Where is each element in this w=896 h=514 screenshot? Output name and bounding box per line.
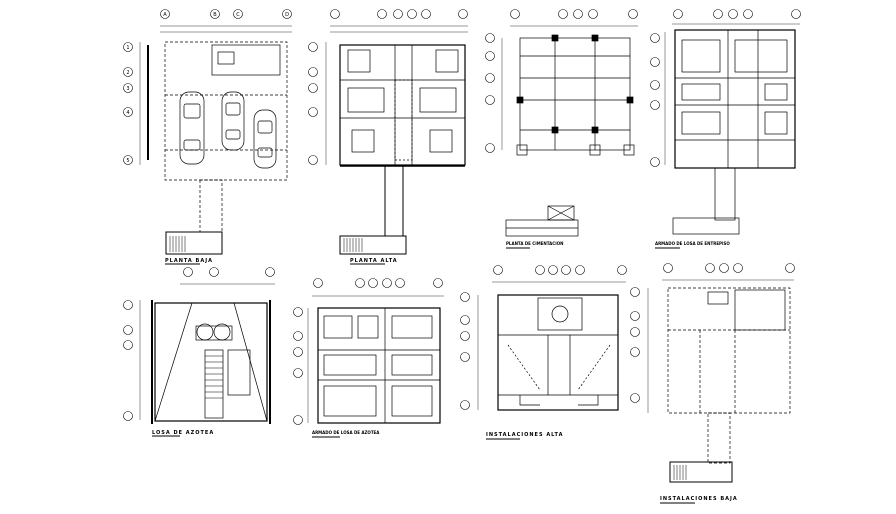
plan-cimentacion: [505, 34, 635, 237]
car-icon: [253, 109, 277, 169]
grid-label: 4: [126, 110, 129, 116]
title-instalaciones-alta: INSTALACIONES ALTA: [486, 432, 563, 438]
grid-label: 1: [126, 45, 129, 51]
plan-armado-losa-azotea: [317, 307, 441, 424]
title-armado-losa-azotea: ARMADO DE LOSA DE AZOTEA: [312, 430, 380, 435]
title-planta-alta: PLANTA ALTA: [350, 258, 398, 264]
grid-label: 3: [126, 86, 129, 92]
dimension-lines: [139, 23, 800, 423]
grid-label: 2: [126, 70, 129, 76]
plan-armado-losa-entrepiso: [672, 29, 796, 235]
grid-label: C: [236, 12, 240, 18]
plan-instalaciones-baja: [667, 287, 791, 483]
title-armado-losa-entrepiso: ARMADO DE LOSA DE ENTREPISO: [655, 241, 730, 246]
grid-label: D: [285, 12, 289, 18]
title-instalaciones-baja: INSTALACIONES BAJA: [660, 496, 738, 502]
plan-instalaciones-alta: [497, 294, 619, 411]
panel-titles: PLANTA BAJA PLANTA ALTA PLANTA DE CIMENT…: [152, 241, 738, 504]
car-icon: [221, 91, 245, 151]
grid-bubbles: [123, 9, 801, 425]
grid-label: A: [163, 12, 167, 18]
grid-label: B: [213, 12, 217, 18]
grid-label: 5: [126, 158, 129, 164]
title-losa-de-azotea: LOSA DE AZOTEA: [152, 430, 214, 436]
car-icon: [179, 91, 205, 165]
plan-planta-alta: [339, 44, 466, 255]
plan-losa-de-azotea: [151, 300, 271, 424]
title-planta-cimentacion: PLANTA DE CIMENTACION: [506, 241, 563, 246]
grid-bubble-labels: A B C D 1 2 3 4 5: [126, 12, 289, 164]
title-planta-baja: PLANTA BAJA: [165, 258, 213, 264]
